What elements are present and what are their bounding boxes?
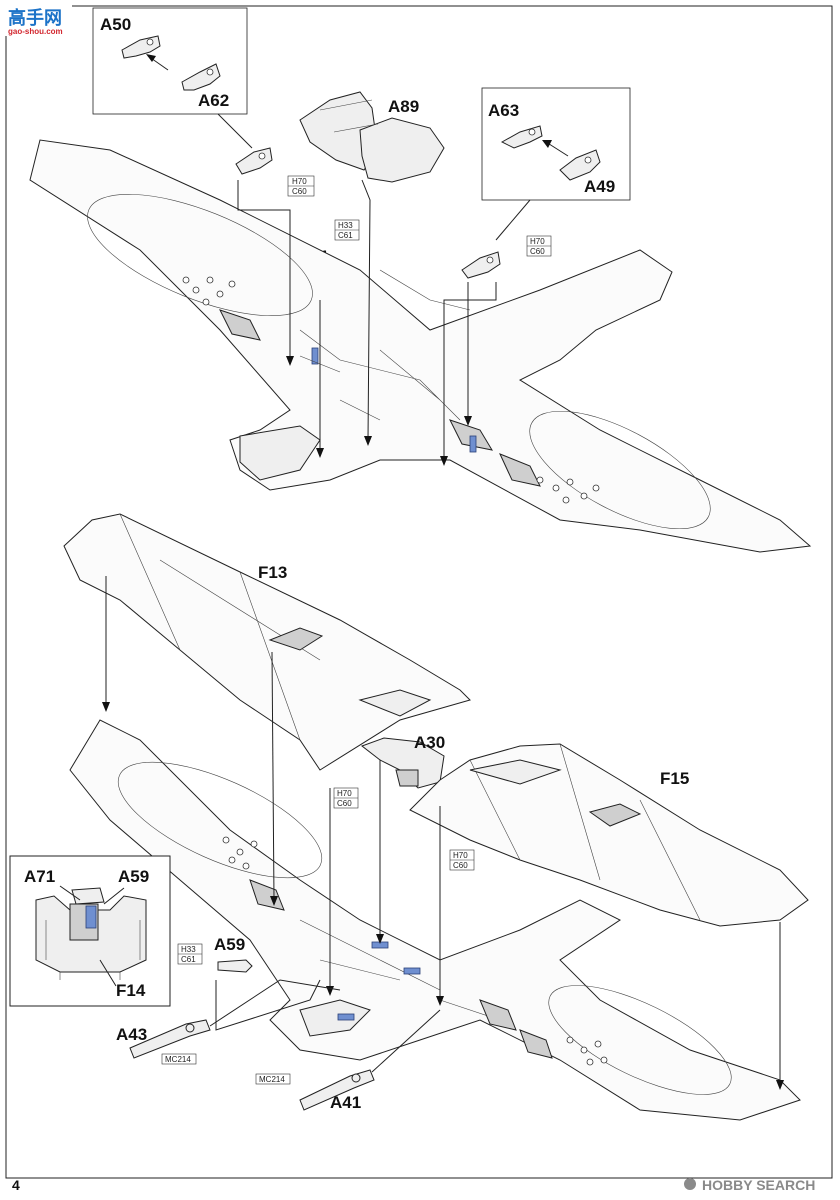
upper-wing-f15: F15 xyxy=(409,743,809,927)
logo-text: HOBBY SEARCH xyxy=(702,1177,815,1193)
paint-callout-f: H33 C61 xyxy=(177,943,203,965)
detail-inset-box: A71 A59 F14 xyxy=(9,855,171,1007)
bracket-a62-placed xyxy=(235,147,273,175)
paint-callout-c: H70 C60 xyxy=(526,235,552,257)
part-a43: A43 MC214 xyxy=(116,979,341,1065)
detail-label-f14: F14 xyxy=(116,981,146,1000)
label-f13: F13 xyxy=(258,563,287,582)
watermark-url: gao-shou.com xyxy=(8,27,63,36)
paint-mc214-left: MC214 xyxy=(165,1055,191,1064)
svg-text:H33: H33 xyxy=(181,945,196,954)
svg-text:H33: H33 xyxy=(338,221,353,230)
part-a41: A41 MC214 xyxy=(255,1009,441,1112)
svg-text:H70: H70 xyxy=(453,851,468,860)
guide-lines-top xyxy=(237,179,497,466)
label-a59: A59 xyxy=(214,935,245,954)
label-a89: A89 xyxy=(388,97,419,116)
paint-callout-a: H70 C60 xyxy=(287,175,315,197)
bracket-a49-placed xyxy=(461,251,501,279)
label-a43: A43 xyxy=(116,1025,147,1044)
svg-text:C60: C60 xyxy=(530,247,545,256)
inset-box-a50-a62: A50 A62 xyxy=(92,7,253,149)
svg-text:H70: H70 xyxy=(292,177,307,186)
page-border xyxy=(5,5,833,1179)
hobby-search-logo: HOBBY SEARCH xyxy=(684,1177,815,1193)
upper-wing-f13: F13 xyxy=(63,513,471,771)
detail-label-a59: A59 xyxy=(118,867,149,886)
part-a89: A89 xyxy=(299,91,445,183)
label-a41: A41 xyxy=(330,1093,361,1112)
label-a50: A50 xyxy=(100,15,131,34)
svg-text:H70: H70 xyxy=(337,789,352,798)
paint-callout-e: H70 C60 xyxy=(449,849,475,871)
detail-label-a71: A71 xyxy=(24,867,55,886)
paint-mc214-right: MC214 xyxy=(259,1075,285,1084)
svg-text:C61: C61 xyxy=(338,231,353,240)
paint-callout-b: H33 C61 xyxy=(334,219,360,241)
paint-callout-d: H70 C60 xyxy=(333,787,359,809)
label-a30: A30 xyxy=(414,733,445,752)
part-a30: A30 xyxy=(360,733,445,789)
guide-lines-bottom xyxy=(102,576,784,1090)
svg-text:C61: C61 xyxy=(181,955,196,964)
svg-text:C60: C60 xyxy=(337,799,352,808)
label-a62: A62 xyxy=(198,91,229,110)
svg-text:C60: C60 xyxy=(292,187,307,196)
label-a49: A49 xyxy=(584,177,615,196)
watermark-logo: 高手网 gao-shou.com xyxy=(4,4,72,36)
label-f15: F15 xyxy=(660,769,689,788)
watermark-text: 高手网 xyxy=(8,7,62,28)
part-a59: A59 xyxy=(214,935,321,1031)
svg-text:H70: H70 xyxy=(530,237,545,246)
page-number: 4 xyxy=(12,1177,20,1193)
lower-wing-top xyxy=(29,139,812,553)
svg-text:C60: C60 xyxy=(453,861,468,870)
label-a63: A63 xyxy=(488,101,519,120)
inset-box-a63-a49: A63 A49 xyxy=(481,87,631,241)
